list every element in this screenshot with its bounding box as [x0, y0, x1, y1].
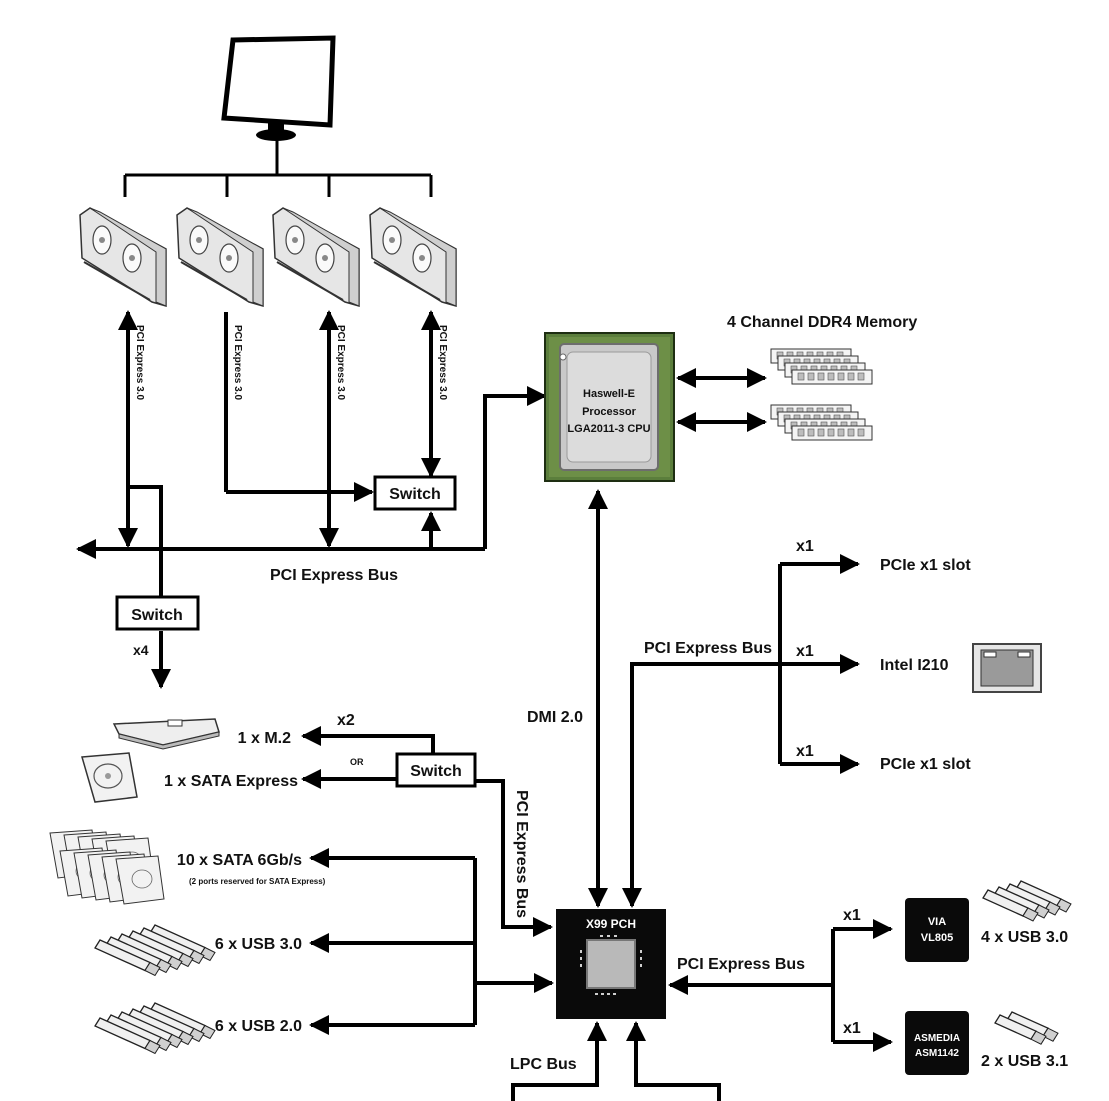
cpu-chip: Haswell-E Processor LGA2011-3 CPU: [544, 332, 675, 482]
usb3-label: 6 x USB 3.0: [215, 936, 302, 953]
pch-upper-bus-label: PCI Express Bus: [644, 640, 772, 657]
memory-label: 4 Channel DDR4 Memory: [727, 314, 917, 331]
cpu-line2: Processor: [582, 406, 637, 418]
right-width-3: x1: [796, 743, 814, 760]
memory-lines: [676, 368, 767, 432]
switch-label: Switch: [410, 763, 462, 780]
pcie-x1-slot-label-1: PCIe x1 slot: [880, 557, 971, 574]
switch-label: Switch: [131, 607, 183, 624]
usb-stick-icons: [94, 1002, 216, 1055]
asmedia-name2: ASM1142: [915, 1048, 959, 1059]
pch-left-bus-label: PCI Express Bus: [513, 790, 530, 918]
gpu-card-icon: [176, 207, 264, 307]
usb-stick-icons: [994, 1011, 1059, 1045]
gpu-card-icon: [79, 207, 167, 307]
right-width-1: x1: [796, 538, 814, 555]
gpu-card-icon: [272, 207, 360, 307]
sata-note: (2 ports reserved for SATA Express): [189, 877, 326, 886]
gpu-cards: [79, 207, 457, 307]
pcie-label-2: PCI Express 3.0: [232, 325, 243, 400]
gpu-card-icon: [369, 207, 457, 307]
dimm-stack-icon: [770, 404, 873, 441]
lpc-bus-label: LPC Bus: [510, 1056, 577, 1073]
switch-box-upper: Switch: [373, 475, 457, 511]
switch-box-left: Switch: [115, 595, 200, 631]
pch-label: X99 PCH: [586, 917, 636, 931]
cpu-pcie-bus-label: PCI Express Bus: [270, 567, 398, 584]
usb-stick-icons: [94, 924, 216, 977]
via-name2: VL805: [921, 932, 953, 944]
dmi-label: DMI 2.0: [527, 709, 583, 726]
pch-upper-bus-lines: [622, 554, 860, 908]
asmedia-ports-label: 2 x USB 3.1: [981, 1053, 1068, 1070]
pch-chip: X99 PCH: [556, 909, 666, 1019]
pcie-label-3: PCI Express 3.0: [335, 325, 346, 400]
pch-left-bus-lines: [301, 726, 554, 1035]
asmedia-width: x1: [843, 1020, 861, 1037]
right-width-2: x1: [796, 643, 814, 660]
x4-label: x4: [133, 642, 149, 658]
monitor-icon: [221, 35, 336, 141]
ethernet-port-icon: [972, 643, 1042, 693]
asmedia-controller-chip: ASMEDIA ASM1142: [905, 1011, 969, 1075]
pcie-label-1: PCI Express 3.0: [134, 325, 145, 400]
sata-express-label: 1 x SATA Express: [164, 773, 298, 790]
pcie-label-4: PCI Express 3.0: [437, 325, 448, 400]
usb-stick-icons: [982, 880, 1072, 922]
switch-box-storage: Switch: [395, 752, 477, 788]
pcie-lines: [76, 310, 547, 689]
pch-bottom-lines: [511, 1021, 721, 1101]
via-name1: VIA: [928, 916, 946, 928]
or-label: OR: [350, 757, 364, 767]
cpu-line1: Haswell-E: [583, 388, 635, 400]
usb2-label: 6 x USB 2.0: [215, 1018, 302, 1035]
sata-label: 10 x SATA 6Gb/s: [177, 852, 302, 869]
pch-right-bus-lines: [668, 919, 893, 1052]
pch-right-bus-label: PCI Express Bus: [677, 956, 805, 973]
hard-drive-icon: [81, 752, 138, 803]
intel-i210-label: Intel I210: [880, 657, 949, 674]
via-controller-chip: VIA VL805: [905, 898, 969, 962]
via-width: x1: [843, 907, 861, 924]
via-ports-label: 4 x USB 3.0: [981, 929, 1068, 946]
switch-label: Switch: [389, 486, 441, 503]
monitor-tree-lines: [123, 140, 433, 197]
asmedia-name1: ASMEDIA: [914, 1033, 960, 1044]
m2-label: 1 x M.2: [238, 730, 291, 747]
hard-drive-stack-icon: [49, 829, 165, 905]
cpu-line3: LGA2011-3 CPU: [567, 423, 650, 435]
pcie-x1-slot-label-2: PCIe x1 slot: [880, 756, 971, 773]
m2-ssd-icon: [112, 718, 220, 750]
m2-width-label: x2: [337, 712, 355, 729]
dimm-stack-icon: [770, 348, 873, 385]
